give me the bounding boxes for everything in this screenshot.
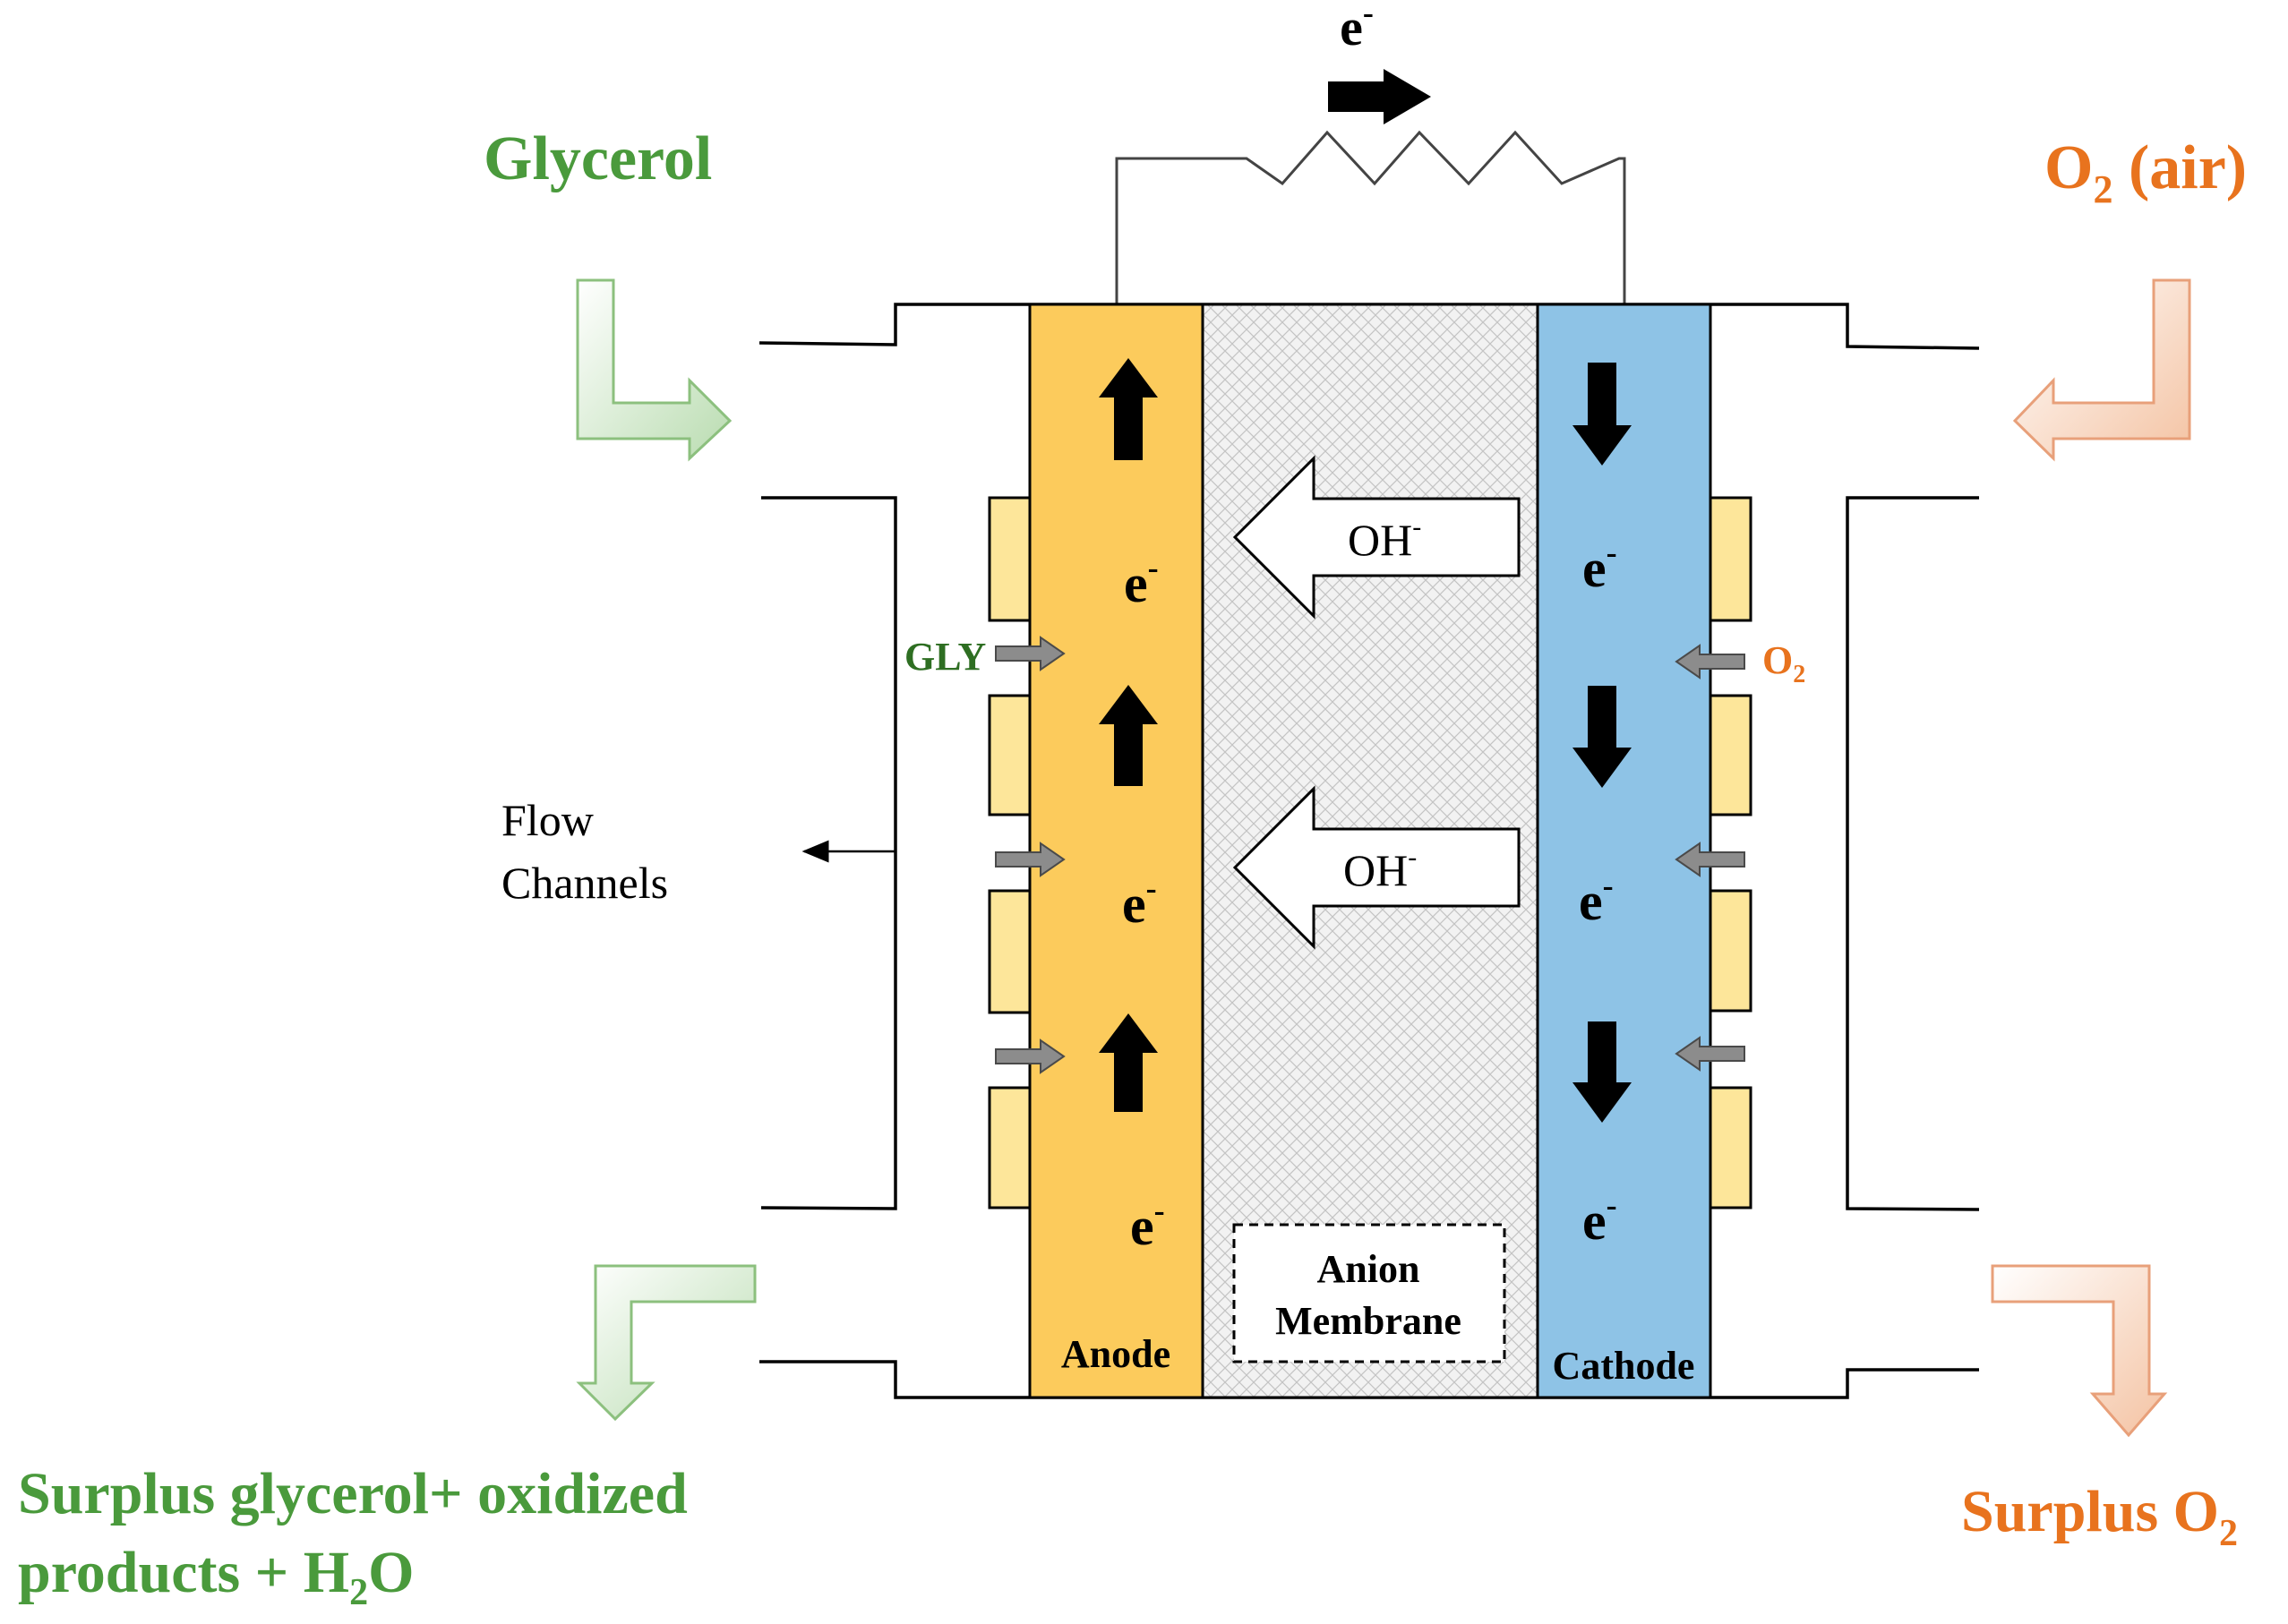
anode-rib	[988, 889, 1032, 1014]
membrane-label-line1: Anion	[1317, 1247, 1420, 1291]
cathode-electron-label: e-	[1582, 534, 1617, 598]
anode-current-collectors	[988, 496, 1032, 1209]
o2-small-label: O2	[1762, 638, 1805, 688]
hydroxide-arrow	[1232, 785, 1521, 950]
surplus-glycerol-label-line1: Surplus glycerol+ oxidized	[18, 1461, 688, 1526]
anode-reactant-arrows	[995, 636, 1066, 1074]
hydroxide-label: OH-	[1348, 512, 1421, 565]
anode-layer	[1028, 303, 1204, 1399]
cathode-electron-label: e-	[1582, 1187, 1617, 1251]
anode-electron-label: e-	[1130, 1192, 1165, 1256]
up-arrow-icon	[1099, 685, 1158, 786]
oxygen-diffusion-arrow	[1675, 1036, 1745, 1072]
cathode-current-collectors	[1709, 496, 1752, 1209]
glycerol-diffusion-arrow	[995, 1039, 1066, 1074]
membrane-label-line2: Membrane	[1275, 1299, 1461, 1343]
cathode-rib	[1709, 1086, 1752, 1209]
electron-flow-arrow	[1328, 69, 1431, 124]
glycerol-outlet-arrow	[576, 1264, 757, 1422]
glycerol-inlet-label: Glycerol	[484, 124, 712, 193]
oxygen-inlet-label: O2 (air)	[2044, 133, 2247, 211]
surplus-oxygen-label: Surplus O2	[1961, 1479, 2238, 1554]
gly-label: GLY	[904, 635, 986, 679]
flow-channels-label-line1: Flow	[501, 795, 594, 845]
cathode-electron-label: e-	[1579, 868, 1614, 931]
cathode-rib	[1709, 889, 1752, 1013]
up-arrow-icon	[1099, 358, 1158, 460]
cathode-rib	[1709, 496, 1752, 622]
circuit-electron-label: e-	[1340, 0, 1374, 56]
anode-electron-label: e-	[1124, 550, 1159, 613]
cathode-rib	[1709, 694, 1752, 816]
oxygen-inlet-arrow	[2012, 278, 2191, 462]
anode-electron-label: e-	[1122, 870, 1157, 934]
glycerol-inlet-arrow	[576, 278, 733, 462]
cathode-reactant-arrows	[1675, 644, 1745, 1072]
cathode-electron-arrows	[1572, 363, 1632, 1123]
anode-electron-arrows	[1099, 358, 1158, 1112]
anode-rib	[988, 694, 1032, 816]
flow-channels-label-line2: Channels	[501, 858, 668, 908]
hydroxide-arrow	[1232, 455, 1521, 620]
oxygen-diffusion-arrow	[1675, 644, 1745, 680]
cathode-layer	[1536, 303, 1712, 1399]
hydroxide-transport: OH- OH-	[1232, 455, 1521, 950]
anode-rib	[988, 1086, 1032, 1209]
down-arrow-icon	[1572, 1021, 1632, 1123]
glycerol-diffusion-arrow	[995, 842, 1066, 877]
hydroxide-label: OH-	[1343, 842, 1417, 895]
down-arrow-icon	[1572, 363, 1632, 466]
right-flow-channel-wall	[1846, 496, 1980, 1211]
cathode-label: Cathode	[1553, 1344, 1695, 1388]
cathode-electron-labels: e- e- e-	[1579, 534, 1617, 1251]
glycerol-diffusion-arrow	[995, 636, 1066, 671]
external-circuit: e-	[1115, 0, 1626, 304]
oxygen-outlet-arrow	[1991, 1264, 2168, 1438]
surplus-glycerol-label-line2: products + H2O	[18, 1540, 414, 1613]
anode-rib	[988, 496, 1032, 622]
left-flow-channel-wall	[760, 496, 897, 1210]
oxygen-diffusion-arrow	[1675, 842, 1745, 877]
circuit-wire	[1115, 130, 1626, 304]
anode-label: Anode	[1061, 1332, 1170, 1376]
up-arrow-icon	[1099, 1013, 1158, 1112]
anode-electron-labels: e- e- e-	[1122, 550, 1165, 1256]
down-arrow-icon	[1572, 686, 1632, 788]
membrane-label-box	[1232, 1223, 1506, 1363]
